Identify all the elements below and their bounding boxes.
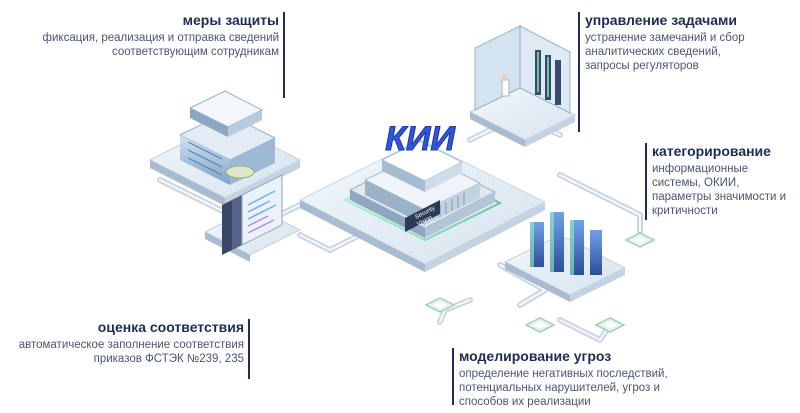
accent-bar-protection — [283, 12, 285, 98]
callout-title: моделирование угроз — [459, 348, 612, 364]
callout-title: управление задачами — [585, 12, 737, 28]
document-stack-icon — [203, 174, 302, 262]
chip-node-icon — [424, 232, 656, 333]
callout-compliance-assessment: оценка соответствия автоматическое запол… — [19, 319, 244, 366]
callout-title: категорирование — [652, 143, 771, 159]
callout-categorization: категорирование информационные системы, … — [652, 143, 786, 218]
callout-desc: фиксация, реализация и отправка сведений… — [42, 32, 279, 58]
center-title: КИИ — [385, 120, 456, 158]
server-stack-icon — [148, 90, 302, 206]
accent-bar-tasks — [578, 12, 580, 132]
callout-title: оценка соответствия — [97, 319, 244, 335]
holo-room-icon — [468, 25, 577, 147]
central-platform — [298, 139, 547, 272]
callout-task-management: управление задачами устранение замечаний… — [585, 12, 745, 73]
callout-desc: устранение замечаний и сбор аналитически… — [585, 32, 745, 72]
callout-desc: информационные системы, ОКИИ, параметры … — [652, 163, 787, 217]
accent-bar-assessment — [248, 319, 250, 379]
callout-threat-modeling: моделирование угроз определение негативн… — [459, 348, 668, 409]
callout-title: меры защиты — [182, 12, 279, 28]
callout-desc: автоматическое заполнение соответствия п… — [18, 339, 244, 365]
callout-protection-measures: меры защиты фиксация, реализация и отпра… — [43, 12, 279, 59]
accent-bar-threats — [452, 348, 454, 405]
data-tower-icon — [503, 212, 627, 302]
accent-bar-categorization — [645, 143, 647, 220]
callout-desc: определение негативных последствий, поте… — [459, 368, 668, 408]
